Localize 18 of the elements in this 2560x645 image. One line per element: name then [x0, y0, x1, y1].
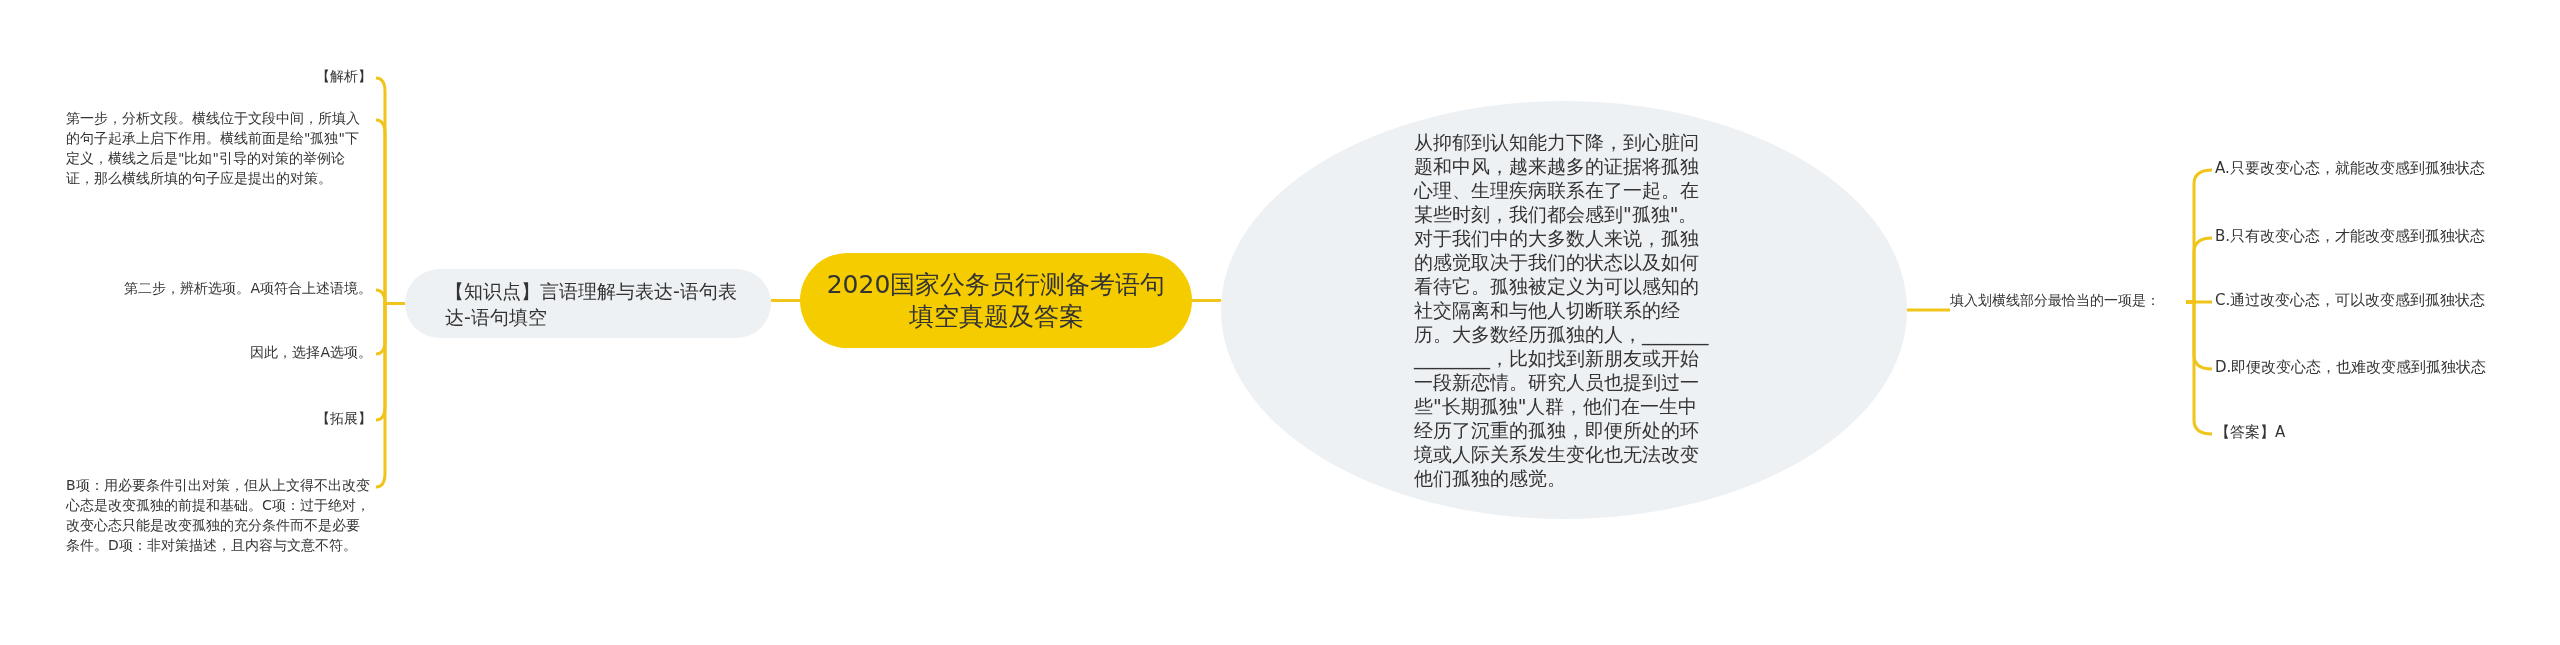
- option-text: D.即便改变心态，也难改变感到孤独状态: [2215, 357, 2488, 377]
- node-label: 2020国家公务员行测备考语句填空真题及答案: [825, 268, 1167, 333]
- option-text: A.只要改变心态，就能改变感到孤独状态: [2215, 158, 2486, 178]
- option-text: B.只有改变心态，才能改变感到孤独状态: [2215, 226, 2487, 246]
- option-text: 【答案】A: [2215, 422, 2287, 442]
- note-text: 因此，选择A选项。: [249, 343, 372, 362]
- note-text: 【拓展】: [315, 409, 372, 428]
- connector-line: [771, 299, 800, 302]
- note-text: B项：用必要条件引出对策，但从上文得不出改变心态是改变孤独的前提和基础。C项：过于绝对，改变心态只能是改变孤独的充分条件而不是必要条件。D项：非对策描述，且内容与文意不符。: [66, 476, 371, 555]
- connector-line: [1907, 308, 1950, 312]
- note-text: 【解析】: [315, 67, 372, 86]
- note-text: 第二步，辨析选项。A项符合上述语境。: [123, 279, 372, 298]
- node-label: 从抑郁到认知能力下降，到心脏问题和中风，越来越多的证据将孤独心理、生理疾病联系在了一起。在某些时刻，我们都会感到"孤独"。对于我们中的大多数人来说，孤独的感觉取决于我们的状态以及如何看待它。孤独被定义为可以感知的社交隔离和与他人切断联系的经历。大多数经历孤独的人，_______________，比如找到新朋友或开始一段新恋情。研究人员也提到过一些"长期孤独"人群，他们在一生中经历了沉重的孤独，即便所处的环境或人际关系发生变化也无法改变他们孤独的感觉。: [1414, 130, 1710, 490]
- note-text: 填入划横线部分最恰当的一项是：: [1950, 291, 2161, 310]
- note-text: 第一步，分析文段。横线位于文段中间，所填入的句子起承上启下作用。横线前面是给"孤独"下定义，横线之后是"比如"引导的对策的举例论证，那么横线所填的句子应是提出的对策。: [66, 109, 361, 188]
- option-text: C.通过改变心态，可以改变感到孤独状态: [2215, 290, 2487, 310]
- node-label: 【知识点】言语理解与表达-语句表达-语句填空: [445, 278, 738, 330]
- connector-line: [1192, 299, 1221, 302]
